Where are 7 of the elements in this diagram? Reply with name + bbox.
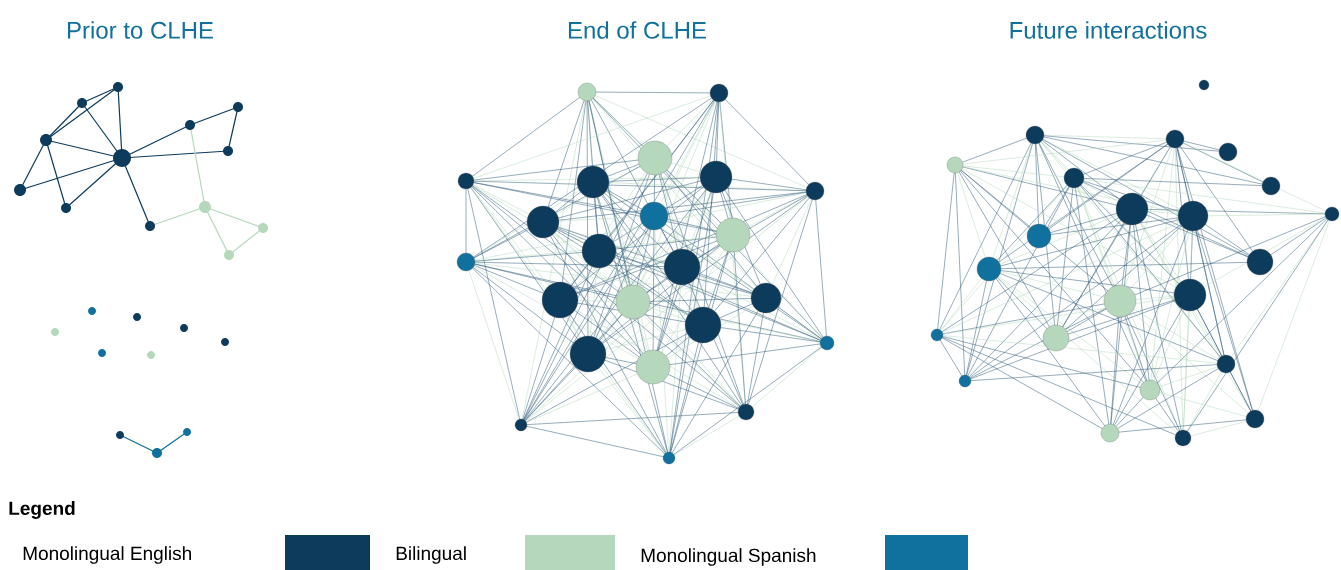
panel-heading: Prior to CLHE — [67, 21, 213, 39]
legend-label: Monolingual English — [23, 546, 191, 564]
legend-heading: Legend — [9, 501, 75, 519]
legend-label: Bilingual — [396, 546, 466, 564]
panel-heading: End of CLHE — [568, 21, 706, 39]
legend-label: Monolingual Spanish — [641, 548, 816, 566]
panel-heading: Future interactions — [1010, 21, 1207, 39]
